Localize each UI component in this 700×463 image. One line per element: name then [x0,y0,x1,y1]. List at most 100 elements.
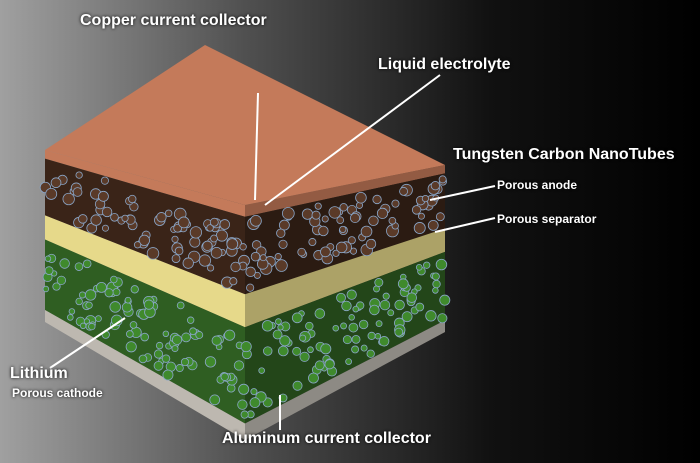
cathode-particle [388,310,394,316]
cathode-particle [315,309,325,319]
cathode-particle [156,342,163,349]
cathode-particle [95,316,101,322]
label-liquid-electrolyte: Liquid electrolyte [378,56,510,74]
cathode-particle [259,368,265,374]
cathode-particle [182,333,191,342]
cathode-particle [359,320,368,329]
cathode-particle [60,259,70,269]
cathode-particle [76,298,83,305]
cathode-particle [89,323,96,330]
anode-particle [275,253,281,259]
cathode-particle [130,322,137,329]
cathode-particle [238,400,248,410]
anode-particle [302,209,312,219]
anode-particle [101,177,108,184]
anode-particle [282,207,294,219]
anode-particle [356,192,367,203]
cathode-particle [69,309,75,315]
cathode-particle [251,389,257,395]
label-copper-current-collector: Copper current collector [80,12,267,30]
cathode-particle [126,342,136,352]
cathode-particle [367,350,374,357]
cathode-particle [80,323,86,329]
anode-particle [428,220,438,230]
cathode-particle [190,328,197,335]
cathode-particle [321,344,331,354]
cathode-particle [325,360,334,369]
cathode-particle [126,331,133,338]
cathode-particle [196,331,203,338]
anode-particle [227,239,238,250]
anode-particle [231,262,241,272]
anode-particle [183,258,193,268]
anode-particle [111,213,119,221]
cathode-particle [85,290,96,301]
cathode-particle [308,347,314,353]
cathode-particle [438,314,447,323]
cathode-particle [278,346,288,356]
cathode-particle [187,317,194,324]
cathode-particle [45,256,51,262]
anode-particle [309,238,316,245]
cathode-particle [416,264,422,270]
cathode-particle [212,336,221,345]
anode-particle [51,178,61,188]
anode-particle [190,227,201,238]
anode-particle [172,255,180,263]
cathode-particle [110,302,121,313]
cathode-particle [398,279,408,289]
anode-particle [319,226,329,236]
cathode-particle [172,345,178,351]
cathode-particle [343,335,351,343]
cathode-particle [426,311,436,321]
anode-particle [250,215,261,226]
anode-particle [369,216,379,226]
anode-particle [98,191,108,201]
anode-particle [422,195,428,201]
anode-particle [147,248,159,260]
cathode-particle [333,325,339,331]
cathode-particle [293,381,302,390]
cathode-particle [433,288,439,294]
anode-particle [340,204,348,212]
cathode-particle [86,302,93,309]
cathode-particle [395,300,405,310]
cathode-particle [423,262,429,268]
cathode-particle [241,341,251,351]
cathode-particle [375,333,381,339]
cathode-particle [75,263,83,271]
anode-particle [246,284,253,291]
label-porous-separator: Porous separator [497,212,596,226]
cathode-particle [163,331,169,337]
anode-particle [312,211,320,219]
cathode-particle [144,300,153,309]
cathode-particle [163,370,173,380]
cathode-particle [154,350,162,358]
anode-particle [216,230,227,241]
anode-particle [78,215,87,224]
cathode-particle [308,373,318,383]
label-porous-anode: Porous anode [497,178,577,192]
cathode-particle [43,286,49,292]
cathode-particle [349,323,358,332]
cathode-particle [416,303,424,311]
cathode-particle [300,335,306,341]
anode-particle [439,176,446,183]
cathode-particle [347,290,356,299]
anode-particle [203,241,212,250]
cathode-particle [67,314,73,320]
cathode-particle [280,336,290,346]
anode-particle [63,193,74,204]
cathode-particle [263,347,272,356]
cathode-particle [57,276,66,285]
cathode-particle [234,361,243,370]
cathode-particle [177,302,184,309]
anode-particle [329,207,341,219]
cathode-particle [113,288,120,295]
cathode-particle [122,302,132,312]
anode-particle [414,222,425,233]
cathode-particle [293,347,301,355]
label-tungsten-carbon-nanotubes: Tungsten Carbon NanoTubes [453,146,675,164]
cathode-particle [315,361,324,370]
anode-particle [260,255,266,261]
